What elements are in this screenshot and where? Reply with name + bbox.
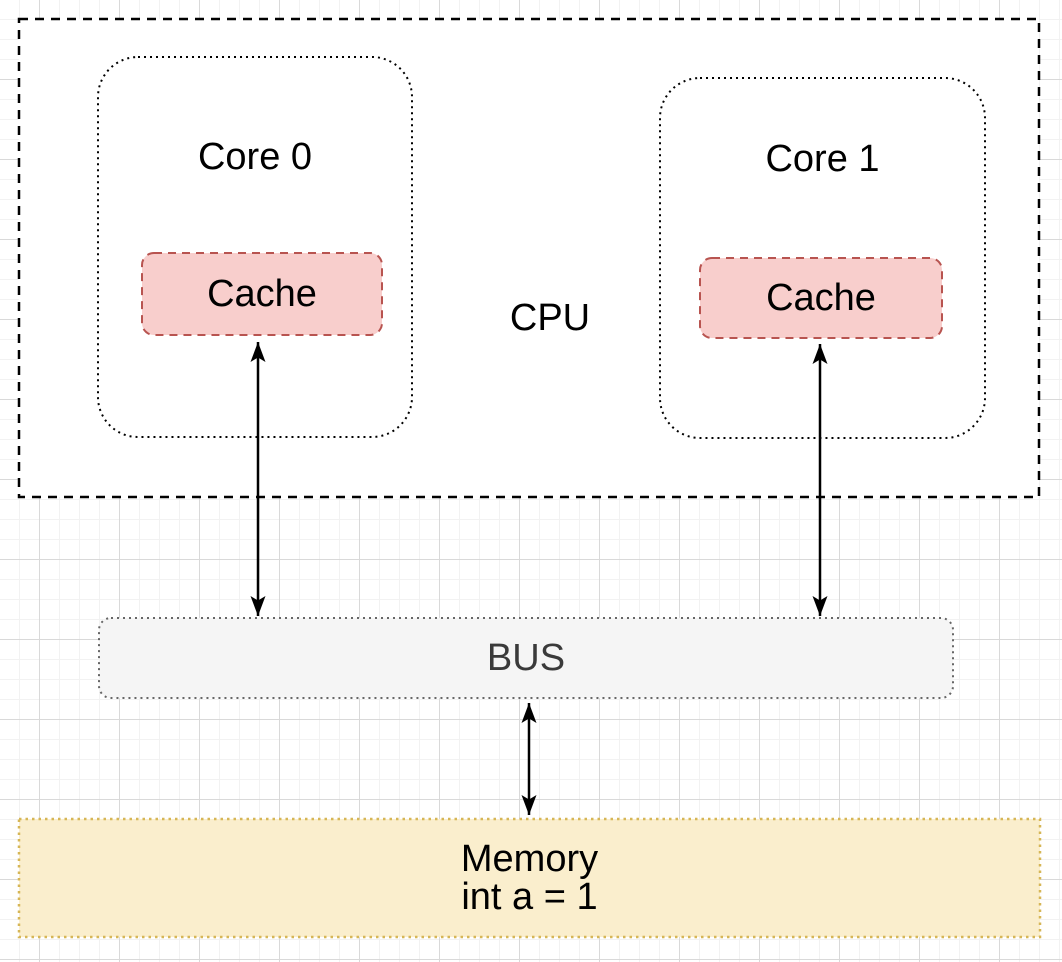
memory-box [17, 817, 1042, 939]
cache0-box [141, 252, 383, 336]
bus-box [98, 617, 954, 699]
core0-box [97, 56, 413, 438]
cache1-box [699, 257, 943, 339]
